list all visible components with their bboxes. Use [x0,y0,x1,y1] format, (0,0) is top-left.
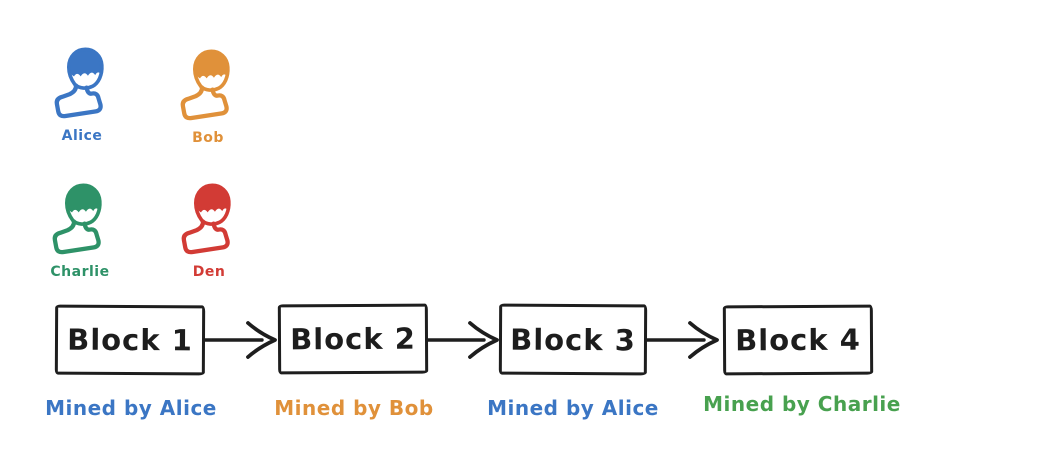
user-avatar-bob: Bob [175,42,241,146]
person-icon [52,183,102,255]
chain-arrow-icon [204,321,277,359]
person-icon [54,47,104,119]
person-icon [181,183,231,255]
miner-caption-1: Mined by Alice [45,396,217,420]
miner-caption-3: Mined by Alice [487,396,659,420]
user-name-label: Bob [192,130,224,146]
block-3: Block 3 [498,303,648,376]
user-name-label: Alice [61,128,103,144]
user-avatar-charlie: Charlie [47,176,113,280]
user-avatar-alice: Alice [49,40,115,144]
user-name-label: Den [192,264,226,280]
block-2: Block 2 [277,303,429,375]
chain-arrow-icon [646,321,719,359]
miner-caption-2: Mined by Bob [274,396,434,420]
chain-arrow-icon [426,321,499,359]
miner-caption-4: Mined by Charlie [703,392,901,416]
block-1: Block 1 [54,304,206,376]
user-name-label: Charlie [50,264,110,280]
user-avatar-den: Den [176,176,242,280]
block-4: Block 4 [722,304,874,376]
person-icon [180,49,230,121]
